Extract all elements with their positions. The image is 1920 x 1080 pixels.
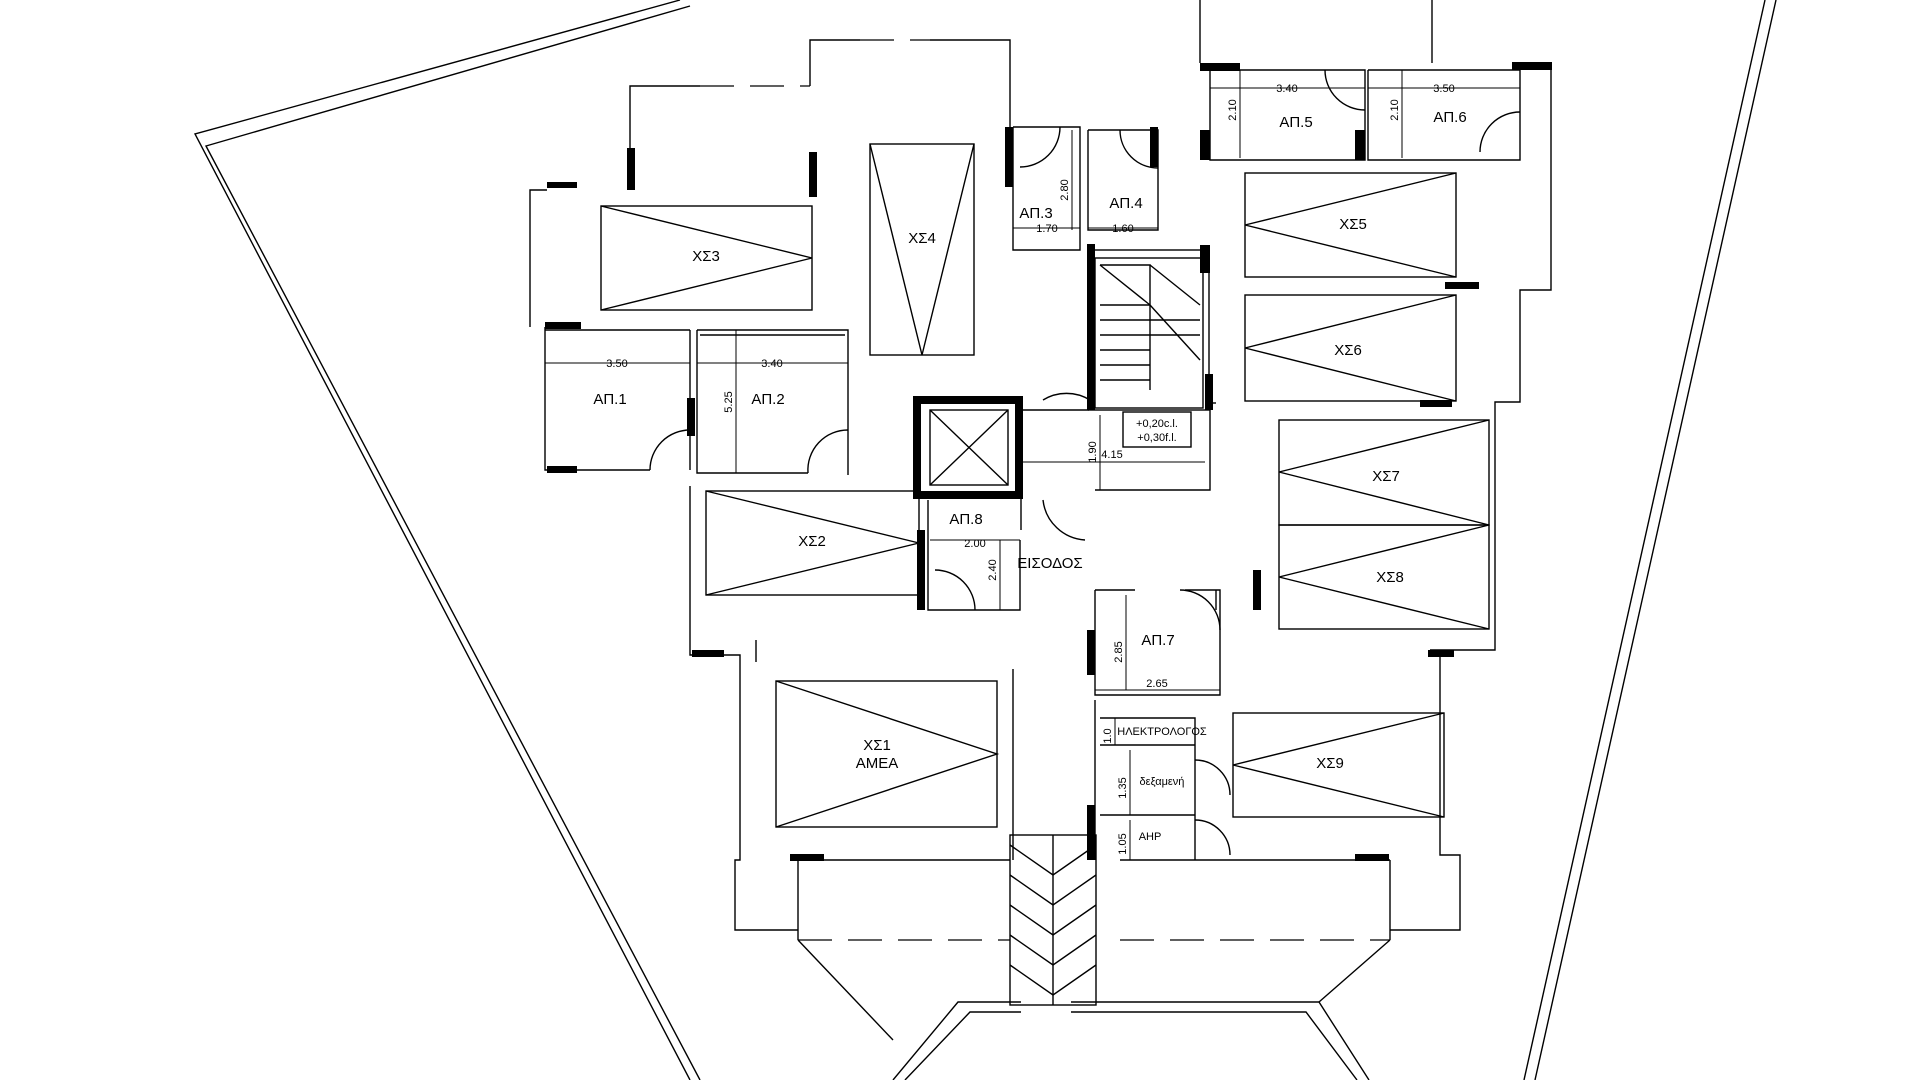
xs4-label: ΧΣ4 (908, 230, 936, 247)
storage-ap8: 2.00 2.40 ΑΠ.8 (927, 500, 1021, 611)
dim-tank: 1.35 (1117, 777, 1129, 798)
ap6-label: ΑΠ.6 (1433, 109, 1466, 126)
ap1-label: ΑΠ.1 (593, 391, 626, 408)
dim-ap6-w: 3.50 (1433, 83, 1454, 95)
parking-xs4: ΧΣ4 (869, 143, 975, 356)
ap3-label: ΑΠ.3 (1019, 205, 1052, 222)
xs8-label: ΧΣ8 (1376, 569, 1404, 586)
xs1-sublabel: ΑΜΕΑ (856, 755, 899, 772)
dim-ap7-w: 2.65 (1146, 678, 1167, 690)
xs5-label: ΧΣ5 (1339, 216, 1367, 233)
dim-pump: 1.05 (1117, 833, 1129, 854)
parking-xs1: ΧΣ1 ΑΜΕΑ (775, 680, 1000, 828)
entrance-label: ΕΙΣΟΔΟΣ (1017, 555, 1082, 572)
ap2-label: ΑΠ.2 (751, 391, 784, 408)
ramp-outline (797, 939, 1391, 1080)
xs2-label: ΧΣ2 (798, 533, 826, 550)
storage-ap4: 1.60 ΑΠ.4 (1087, 129, 1159, 235)
ap4-label: ΑΠ.4 (1109, 195, 1142, 212)
level-note-2: +0,30f.l. (1137, 432, 1176, 444)
ap5-label: ΑΠ.5 (1279, 114, 1312, 131)
ap7-label: ΑΠ.7 (1141, 632, 1174, 649)
parking-xs9: ΧΣ9 (1232, 712, 1445, 818)
meters-room-label: ΗΛΕΚΤΡΟΛΟΓΟΣ (1117, 726, 1207, 738)
dim-ap2-d: 5.25 (723, 391, 735, 412)
storage-ap1: 3.50 ΑΠ.1 (544, 327, 691, 471)
storage-ap5: 3.40 2.10 ΑΠ.5 (1209, 69, 1366, 161)
parking-xs5: ΧΣ5 (1244, 172, 1457, 278)
level-note-box (1122, 411, 1192, 448)
parking-xs7: ΧΣ7 (1278, 419, 1490, 526)
dim-ap3-w: 1.70 (1036, 223, 1057, 235)
service-rooms: 1.0 1.35 1.05 ΗΛΕΚΤΡΟΛΟΓΟΣ δεξαμενή ΑΗΡ (1094, 700, 1231, 860)
dim-ap6-d: 2.10 (1389, 99, 1401, 120)
parking-xs8: ΧΣ8 (1278, 524, 1490, 630)
level-note-1: +0,20c.l. (1136, 418, 1178, 430)
staircase (1088, 249, 1210, 411)
ap8-label: ΑΠ.8 (949, 511, 982, 528)
dim-lobby-w: 4.15 (1101, 449, 1122, 461)
xs7-label: ΧΣ7 (1372, 468, 1400, 485)
dim-ap8-w: 2.00 (964, 538, 985, 550)
dim-ap8-d: 2.40 (987, 559, 999, 580)
xs1-label: ΧΣ1 (863, 737, 891, 754)
dim-ap1-w: 3.50 (606, 358, 627, 370)
dim-ap7-d: 2.85 (1113, 641, 1125, 662)
dim-ap3-d: 2.80 (1059, 179, 1071, 200)
xs3-label: ΧΣ3 (692, 248, 720, 265)
dim-meters: 1.0 (1102, 728, 1114, 743)
dim-ap2-w: 3.40 (761, 358, 782, 370)
dim-ap5-w: 3.40 (1276, 83, 1297, 95)
storage-ap2: 3.40 5.25 ΑΠ.2 (696, 329, 849, 475)
lift-shaft (913, 396, 1023, 499)
pump-room-label: ΑΗΡ (1139, 831, 1162, 843)
xs6-label: ΧΣ6 (1334, 342, 1362, 359)
tank-room-label: δεξαμενή (1140, 776, 1185, 788)
lobby: +0,20c.l. +0,30f.l. 4.15 1.90 ΕΙΣΟΔΟΣ (1017, 392, 1211, 572)
xs9-label: ΧΣ9 (1316, 755, 1344, 772)
building-outline (529, 0, 1552, 1006)
dim-lobby-d: 1.90 (1087, 441, 1099, 462)
storage-ap3: 1.70 2.80 ΑΠ.3 (1012, 126, 1081, 251)
plot-boundary (193, 0, 1777, 1080)
storage-ap6: 3.50 2.10 ΑΠ.6 (1367, 69, 1521, 161)
wall-segments (545, 62, 1552, 861)
dim-ap4-w: 1.60 (1112, 223, 1133, 235)
parking-xs3: ΧΣ3 (600, 205, 813, 311)
storage-ap7: 2.85 2.65 ΑΠ.7 (1094, 589, 1221, 696)
parking-xs2: ΧΣ2 (705, 490, 920, 596)
parking-xs6: ΧΣ6 (1244, 294, 1457, 402)
dim-ap5-d: 2.10 (1227, 99, 1239, 120)
